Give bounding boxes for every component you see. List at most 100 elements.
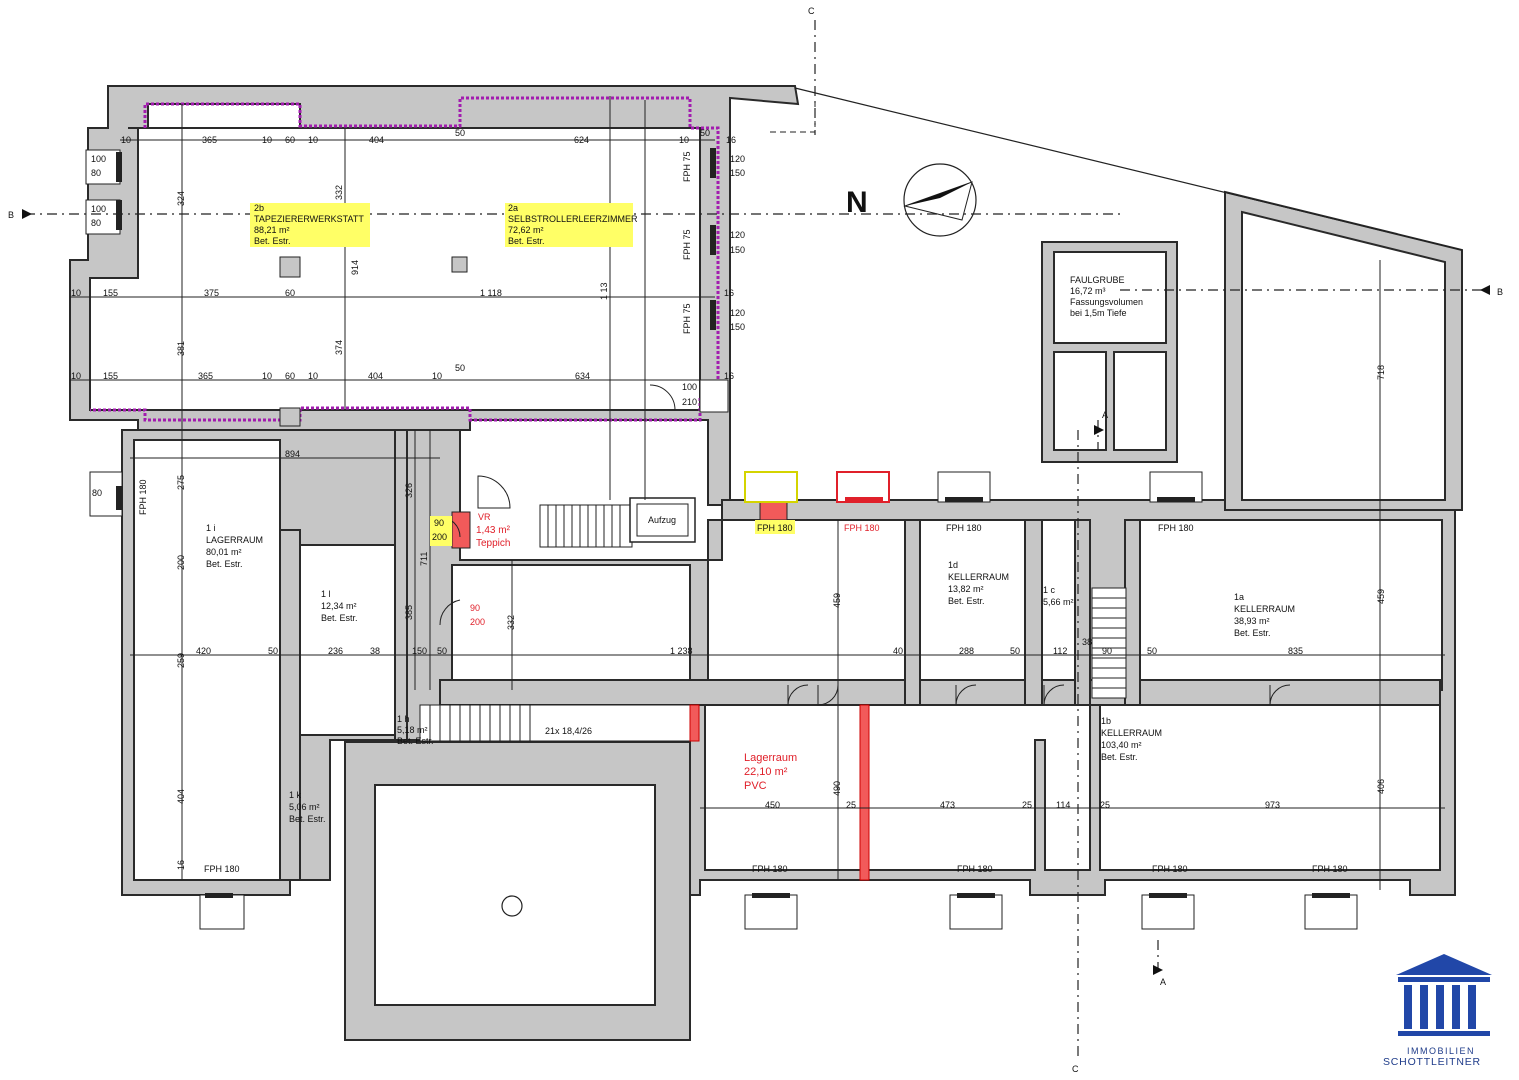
room-2a-name: SELBSTROLLERLEERZIMMER <box>508 214 638 224</box>
dim-mid-9: 288 <box>959 646 974 656</box>
dim-misc-0: 120 <box>730 154 745 164</box>
dim-r3-6: 404 <box>368 371 383 381</box>
room-1a: 1a KELLERRAUM 38,93 m² Bet. Estr. <box>1234 592 1295 638</box>
stair-upper <box>539 504 633 548</box>
room-2b: 2b TAPEZIERERWERKSTATT 88,21 m² Bet. Est… <box>254 203 364 246</box>
dim-r3-3: 10 <box>262 371 272 381</box>
dim-bot-2: 473 <box>940 800 955 810</box>
dim-bot-3: 25 <box>1022 800 1032 810</box>
room-2b-floor: Bet. Estr. <box>254 236 291 246</box>
dim-misc-6: 210 <box>682 397 697 407</box>
new-wall-lager-2 <box>859 704 870 881</box>
dims-mid: 894 420 50 236 38 150 50 1 238 40 288 50… <box>196 449 1303 656</box>
dim-misc-5: 200 <box>432 532 447 542</box>
room-1k-id: 1 k <box>289 790 302 800</box>
dim-r3-4: 60 <box>285 371 295 381</box>
room-2a-area: 72,62 m² <box>508 225 544 235</box>
finish-line-upper <box>90 96 720 422</box>
dim-r3-5: 10 <box>308 371 318 381</box>
column-1 <box>279 256 301 278</box>
window-labels: FPH 180 FPH 180 FPH 180 FPH 180 FPH 180 … <box>138 151 1348 874</box>
room-1c-id: 1 c <box>1043 585 1056 595</box>
room-1h-floor: Bet. Estr. <box>397 736 434 746</box>
room-2b-area: 88,21 m² <box>254 225 290 235</box>
septic-tank-walls <box>1041 241 1178 463</box>
dim-misc-8: 332 <box>334 185 344 200</box>
column-3 <box>279 407 301 427</box>
dim-lv-1: 381 <box>176 341 186 356</box>
dim-r3-0: 10 <box>71 371 81 381</box>
dim-bot-5: 25 <box>1100 800 1110 810</box>
dim-top-2: 10 <box>262 135 272 145</box>
window-label-9: FPH 180 <box>1312 864 1348 874</box>
dim-r2-0: 10 <box>71 288 81 298</box>
room-1d-id: 1d <box>948 560 958 570</box>
dims-bottom: 450 25 473 25 114 25 973 <box>765 800 1280 810</box>
dim-r2-3: 60 <box>285 288 295 298</box>
stairs-label: 21x 18,4/26 <box>545 726 592 736</box>
room-1d-name: KELLERRAUM <box>948 572 1009 582</box>
wall-1c-left <box>1024 519 1043 706</box>
room-1k-area: 5,06 m² <box>289 802 320 812</box>
dim-top-0: 10 <box>121 135 131 145</box>
room-1i: 1 i LAGERRAUM 80,01 m² Bet. Estr. <box>206 523 263 569</box>
wall-partition-1 <box>279 529 301 881</box>
section-label-a-bottom: A <box>1160 977 1166 987</box>
dim-bot-6: 973 <box>1265 800 1280 810</box>
corridor-wall <box>439 679 1441 706</box>
dim-lv-6: 16 <box>176 860 186 870</box>
dim-top-6: 50 <box>455 128 465 138</box>
room-vr: VR 1,43 m² Teppich <box>476 512 511 549</box>
room-1b-name: KELLERRAUM <box>1101 728 1162 738</box>
dim-misc-17: 406 <box>1376 779 1386 794</box>
highlight-2b <box>250 203 370 247</box>
dim-misc-11: 326 <box>404 483 414 498</box>
faulgrube-desc2: bei 1,5m Tiefe <box>1070 308 1127 318</box>
room-2a-floor: Bet. Estr. <box>508 236 545 246</box>
dim-mid-12: 38 <box>1082 637 1092 647</box>
window-label-1: FPH 180 <box>757 523 793 533</box>
room-1a-floor: Bet. Estr. <box>1234 628 1271 638</box>
dim-lv-5: 404 <box>176 789 186 804</box>
window-label-3: FPH 180 <box>946 523 982 533</box>
dim-misc-12: 711 <box>419 552 429 566</box>
dim-misc-14: 332 <box>506 615 516 630</box>
window-label-6: FPH 180 <box>752 864 788 874</box>
elevator <box>629 497 696 543</box>
section-arrow-a-top <box>1094 425 1104 435</box>
dim-misc-4: 90 <box>434 518 444 528</box>
dim-lv-0: 324 <box>176 191 186 206</box>
dim-top-4: 10 <box>308 135 318 145</box>
window-sills <box>116 148 1350 898</box>
dim-r3-2: 365 <box>198 371 213 381</box>
dim-mid-2: 50 <box>268 646 278 656</box>
dim-top-5: 404 <box>369 135 384 145</box>
dim-mid-6: 50 <box>437 646 447 656</box>
aufzug-label: Aufzug <box>648 515 676 525</box>
dim-mid-11: 112 <box>1053 646 1067 656</box>
dim-misc-3: 80 <box>91 168 101 178</box>
dim-r2-4: 1 118 <box>480 288 502 298</box>
dim-misc-1: 150 <box>730 168 745 178</box>
room-2b-id: 2b <box>254 203 264 213</box>
window-label-13: FPH 75 <box>682 303 692 334</box>
dim-mid-3: 236 <box>328 646 343 656</box>
window-label-11: FPH 75 <box>682 151 692 182</box>
room-2b-name: TAPEZIERERWERKSTATT <box>254 214 364 224</box>
dim-mid-15: 835 <box>1288 646 1303 656</box>
dim-misc-15: 459 <box>1376 589 1386 604</box>
room-1b-id: 1b <box>1101 716 1111 726</box>
dim-mid-7: 1 238 <box>670 646 693 656</box>
room-1i-floor: Bet. Estr. <box>206 559 243 569</box>
dim-misc-0b: 120 <box>730 230 745 240</box>
dims-row2: 10 155 375 60 1 118 16 <box>71 288 734 298</box>
dim-top-9: 50 <box>700 128 710 138</box>
window-label-5: FPH 180 <box>204 864 240 874</box>
dim-top-3: 60 <box>285 135 295 145</box>
dim-mid-14: 50 <box>1147 646 1157 656</box>
dim-r2-1: 155 <box>103 288 118 298</box>
room-1a-area: 38,93 m² <box>1234 616 1270 626</box>
dim-misc-7: 914 <box>350 260 360 275</box>
room-1d-area: 13,82 m² <box>948 584 984 594</box>
dim-mid-8: 40 <box>893 646 903 656</box>
